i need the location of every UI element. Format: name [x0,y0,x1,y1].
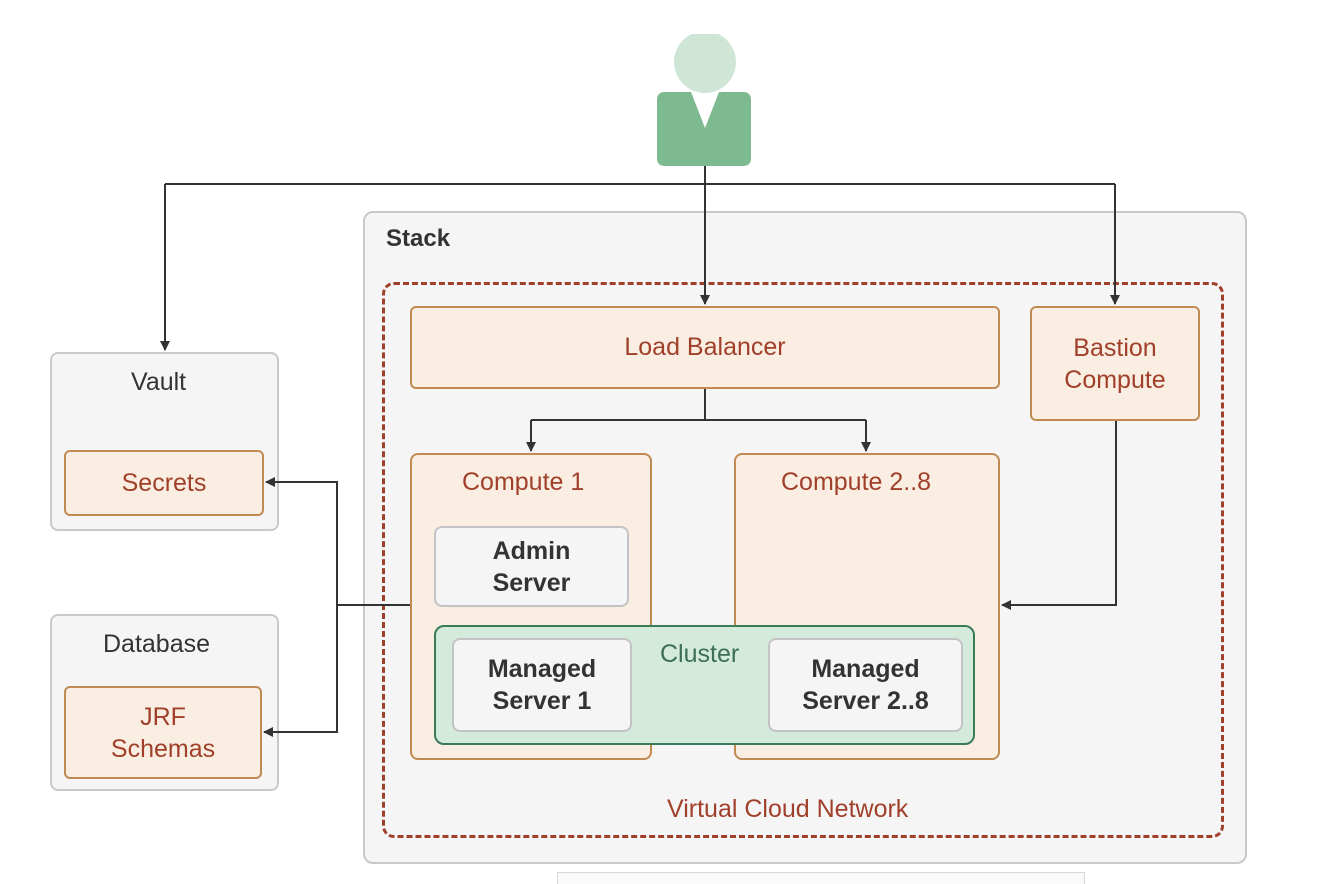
bastion-compute: Bastion Compute [1030,306,1200,421]
compute-1-title: Compute 1 [462,468,585,496]
admin-server: Admin Server [434,526,629,607]
jrf-schemas-line1: JRF [140,702,186,731]
bastion-label-line1: Bastion [1073,333,1157,362]
managed-server-2-8-line2: Server 2..8 [802,687,929,715]
compute-2-8-title: Compute 2..8 [781,468,932,496]
jrf-schemas: JRF Schemas [64,686,262,779]
managed-server-2-8-line1: Managed [811,655,920,683]
vault-title: Vault [131,368,187,396]
stack-title: Stack [386,225,451,252]
managed-server-1-line1: Managed [487,655,597,683]
managed-server-1-line2: Server 1 [492,687,592,715]
user-icon [657,34,751,166]
cluster-label: Cluster [660,640,740,668]
admin-server-line1: Admin [492,536,571,565]
bottom-caption-strip [557,872,1085,884]
managed-server-1: Managed Server 1 [452,638,632,732]
admin-server-line2: Server [492,568,571,597]
managed-server-2-8: Managed Server 2..8 [768,638,963,732]
load-balancer: Load Balancer [410,306,1000,389]
vcn-boundary [382,282,1224,838]
secrets: Secrets [64,450,264,516]
load-balancer-label: Load Balancer [624,333,786,361]
bastion-label-line2: Compute [1064,365,1166,394]
database-title: Database [103,630,211,658]
secrets-label: Secrets [121,468,207,497]
vcn-label: Virtual Cloud Network [667,795,909,823]
jrf-schemas-line2: Schemas [110,734,216,763]
